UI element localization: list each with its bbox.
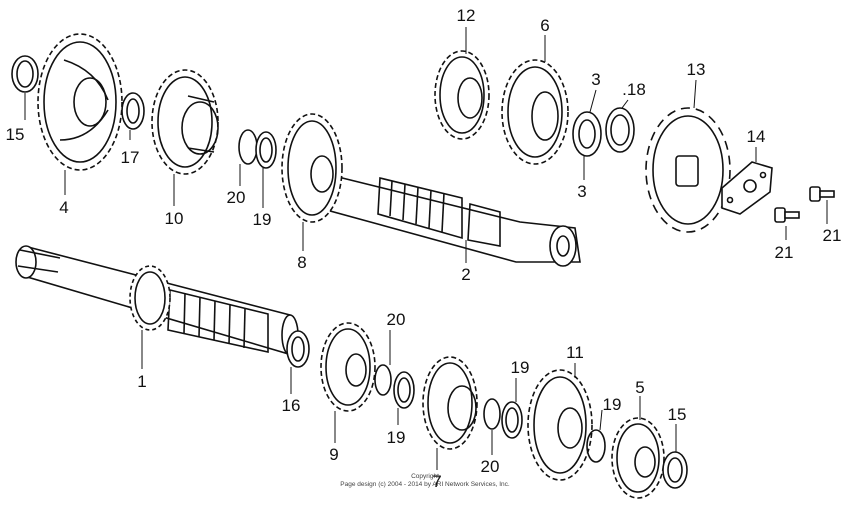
copyright-notice: Copyright Page design (c) 2004 - 2014 by… [340, 473, 510, 488]
label-part-3-bottom: 3 [577, 182, 586, 201]
label-part-3-top: 3 [591, 70, 600, 89]
label-part-5: 5 [635, 378, 644, 397]
washer-16 [286, 330, 310, 368]
mainshaft-integral-gear [129, 265, 171, 331]
copyright-line-2: Page design (c) 2004 - 2014 by ARI Netwo… [340, 481, 510, 488]
label-part-1: 1 [137, 372, 146, 391]
gear-7 [422, 356, 478, 450]
washer-15-lower [662, 451, 688, 489]
label-part-17: 17 [121, 148, 140, 167]
copyright-line-1: Copyright [411, 473, 439, 480]
label-part-2: 2 [461, 265, 470, 284]
label-part-19-upper: 19 [253, 210, 272, 229]
countershaft-2 [307, 171, 581, 267]
washer-19-lower [501, 401, 523, 439]
label-part-10: 10 [165, 209, 184, 228]
ring-20-lower [483, 398, 501, 430]
label-part-15-upper: 15 [6, 125, 25, 144]
label-part-20-upper: 20 [227, 188, 246, 207]
label-part-6: 6 [540, 16, 549, 35]
label-part-7: 7 [432, 472, 441, 491]
label-part-11: 11 [566, 343, 584, 362]
washer-18 [605, 107, 635, 153]
label-part-4: 4 [59, 198, 68, 217]
lock-plate-14 [721, 161, 773, 215]
washer-15-upper [11, 55, 39, 93]
gear-4 [37, 33, 123, 171]
label-part-8: 8 [297, 253, 306, 272]
label-part-21-right: 21 [823, 226, 842, 245]
label-part-19-lower: 19 [511, 358, 530, 377]
sprocket-13 [645, 107, 731, 233]
part-labels: 12 6 3 .18 13 14 3 15 4 17 10 20 19 8 2 … [6, 6, 842, 491]
label-part-9: 9 [329, 445, 338, 464]
gear-5 [611, 417, 665, 499]
label-part-14: 14 [747, 127, 766, 146]
label-part-19-right: 19 [603, 395, 622, 414]
leader-lines [24, 27, 828, 470]
ring-20-upper [238, 129, 258, 165]
gear-8 [281, 113, 343, 223]
bolt-21-b [809, 186, 835, 202]
gear-12 [434, 50, 490, 140]
bolt-21-a [774, 207, 800, 223]
ring-19-right [586, 429, 606, 463]
washer-19-upper [255, 131, 277, 169]
gear-10 [151, 69, 219, 175]
label-part-20-lower: 20 [481, 457, 500, 476]
ring-20-mid [374, 364, 392, 396]
label-part-18: .18 [622, 80, 646, 99]
gear-11 [527, 369, 593, 481]
label-part-21-left: 21 [775, 243, 794, 262]
washer-17 [121, 92, 145, 130]
label-part-13: 13 [687, 60, 706, 79]
label-part-16: 16 [282, 396, 301, 415]
bearing-3 [572, 111, 602, 157]
washer-19-mid [393, 371, 415, 409]
label-part-12: 12 [457, 6, 476, 25]
label-part-20-mid: 20 [387, 310, 406, 329]
label-part-15-lower: 15 [668, 405, 687, 424]
gear-9 [320, 322, 376, 412]
gear-6 [501, 59, 569, 165]
label-part-19-mid: 19 [387, 428, 406, 447]
